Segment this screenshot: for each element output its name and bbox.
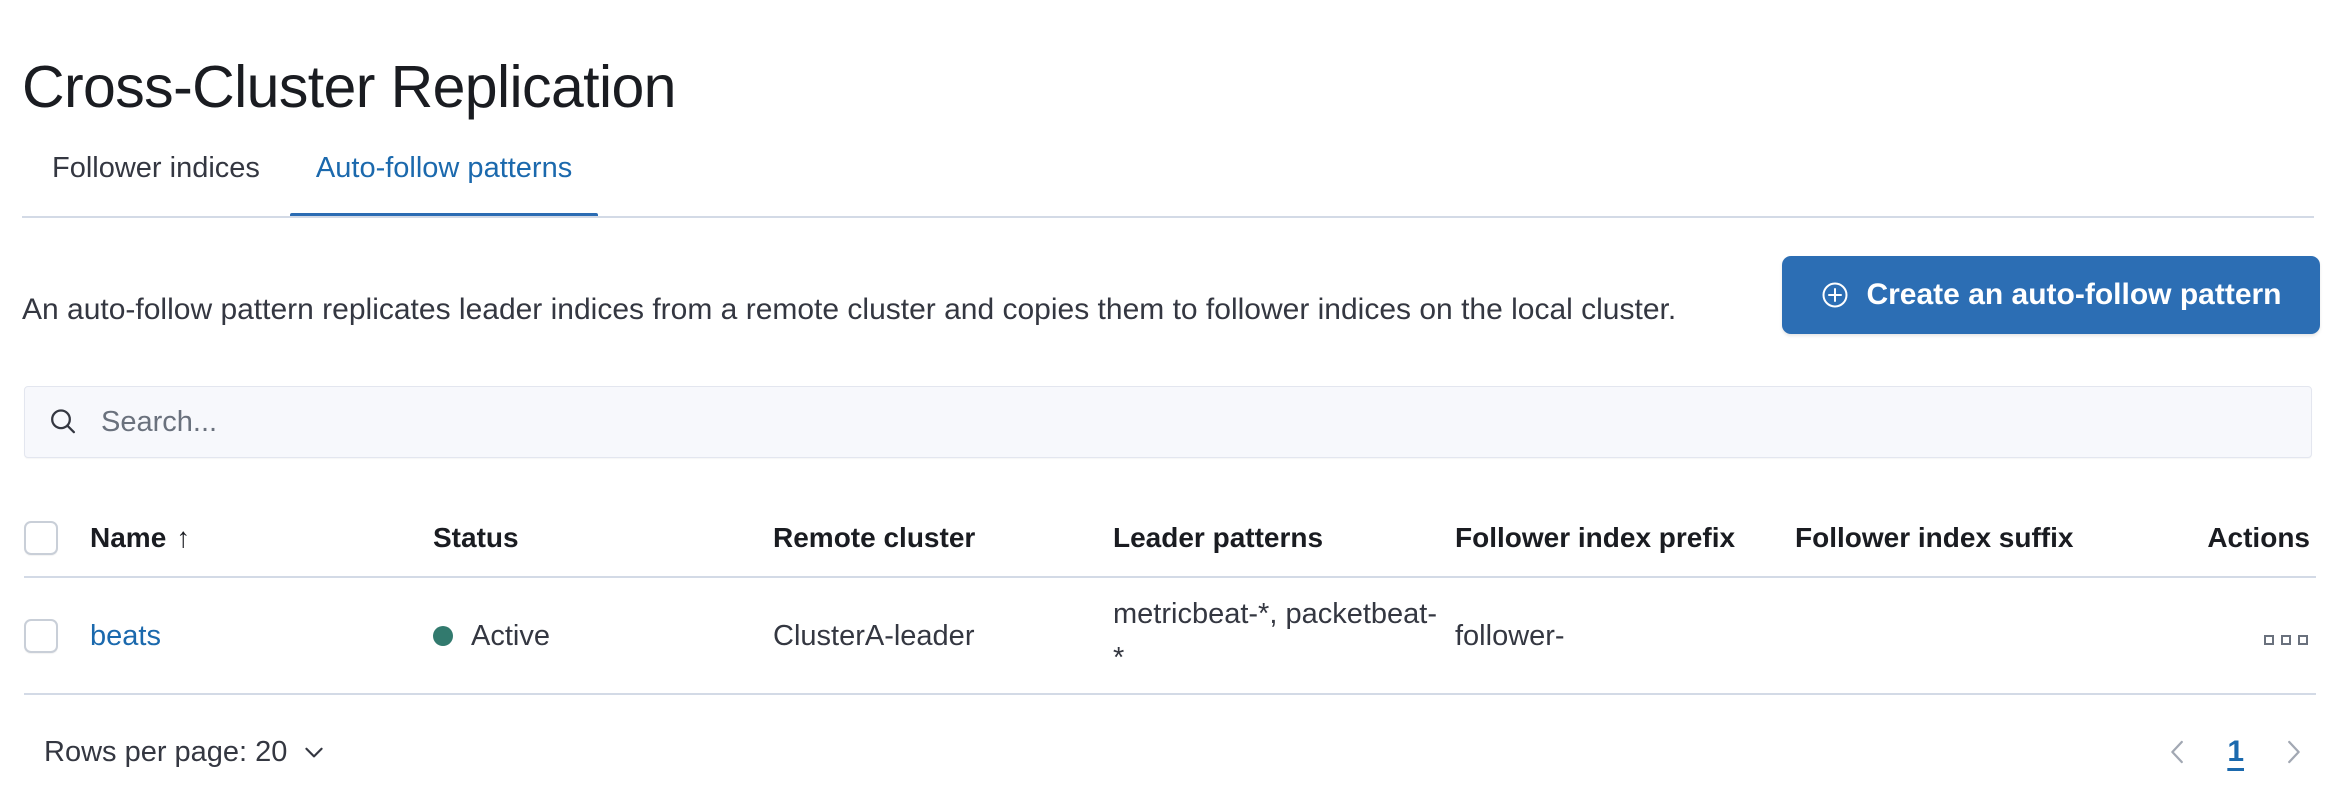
rows-per-page-label: Rows per page: 20 — [44, 735, 288, 768]
cell-follower-index-prefix: follower- — [1455, 619, 1565, 652]
cell-remote-cluster: ClusterA-leader — [773, 619, 975, 652]
auto-follow-patterns-table: Name ↑ Status Remote cluster Leader patte… — [24, 500, 2316, 695]
column-header-status[interactable]: Status — [433, 518, 773, 558]
status-dot-icon — [433, 625, 453, 646]
chevron-down-icon — [301, 739, 327, 765]
column-header-actions-label: Actions — [2207, 522, 2310, 553]
tab-bar-divider — [22, 216, 2314, 218]
pagination-page-1[interactable]: 1 — [2227, 735, 2244, 768]
column-header-follower-index-prefix-label: Follower index prefix — [1455, 522, 1736, 553]
plus-in-circle-icon — [1820, 280, 1850, 310]
select-all-cell — [24, 521, 90, 555]
context-menu-dot-1 — [2264, 634, 2274, 645]
column-header-leader-patterns-label: Leader patterns — [1113, 522, 1324, 553]
select-all-checkbox[interactable] — [24, 521, 58, 555]
column-header-name[interactable]: Name ↑ — [90, 518, 433, 558]
cell-leader-patterns: metricbeat-*, packetbeat-* — [1113, 597, 1437, 674]
search-input[interactable] — [99, 387, 2289, 457]
tab-auto-follow-patterns-label: Auto-follow patterns — [315, 152, 573, 184]
column-header-leader-patterns[interactable]: Leader patterns — [1113, 518, 1455, 558]
column-header-name-label: Name — [90, 522, 167, 553]
tab-bar: Follower indices Auto-follow patterns — [22, 140, 599, 220]
rows-per-page-select[interactable]: Rows per page: 20 — [24, 736, 327, 769]
column-header-remote-cluster[interactable]: Remote cluster — [773, 518, 1113, 558]
table-footer: Rows per page: 20 1 — [24, 724, 2316, 780]
column-header-follower-index-prefix[interactable]: Follower index prefix — [1455, 518, 1795, 558]
chevron-right-icon[interactable] — [2276, 735, 2310, 769]
create-auto-follow-pattern-button[interactable]: Create an auto-follow pattern — [1782, 256, 2320, 334]
tab-follower-indices-label: Follower indices — [52, 152, 260, 184]
cell-status: Active — [433, 616, 773, 656]
cell-name: beats — [90, 616, 433, 656]
tab-follower-indices[interactable]: Follower indices — [22, 140, 290, 218]
column-header-follower-index-suffix[interactable]: Follower index suffix — [1795, 518, 2140, 558]
context-menu-icon[interactable] — [2262, 629, 2310, 651]
pagination: 1 — [2161, 735, 2316, 769]
column-header-remote-cluster-label: Remote cluster — [773, 522, 976, 553]
context-menu-dot-3 — [2298, 634, 2308, 645]
search-icon — [47, 406, 79, 438]
column-header-follower-index-suffix-label: Follower index suffix — [1795, 522, 2074, 553]
column-header-status-label: Status — [433, 522, 519, 553]
page-title: Cross-Cluster Replication — [22, 53, 676, 120]
row-select-cell — [24, 618, 90, 653]
create-auto-follow-pattern-label: Create an auto-follow pattern — [1866, 278, 2282, 311]
row-select-checkbox[interactable] — [24, 618, 58, 653]
status-label: Active — [471, 619, 550, 652]
sort-ascending-icon: ↑ — [176, 522, 191, 553]
search-bar[interactable] — [24, 386, 2312, 458]
chevron-left-icon[interactable] — [2161, 735, 2195, 769]
cell-actions — [2140, 616, 2316, 656]
table-header-row: Name ↑ Status Remote cluster Leader patte… — [24, 500, 2316, 578]
context-menu-dot-2 — [2281, 634, 2291, 645]
column-header-actions: Actions — [2140, 518, 2316, 558]
auto-follow-pattern-link[interactable]: beats — [90, 619, 161, 652]
table-row: beats Active ClusterA-leader metricbeat-… — [24, 578, 2316, 695]
page-description: An auto-follow pattern replicates leader… — [22, 293, 1677, 326]
tab-auto-follow-patterns[interactable]: Auto-follow patterns — [289, 140, 599, 218]
